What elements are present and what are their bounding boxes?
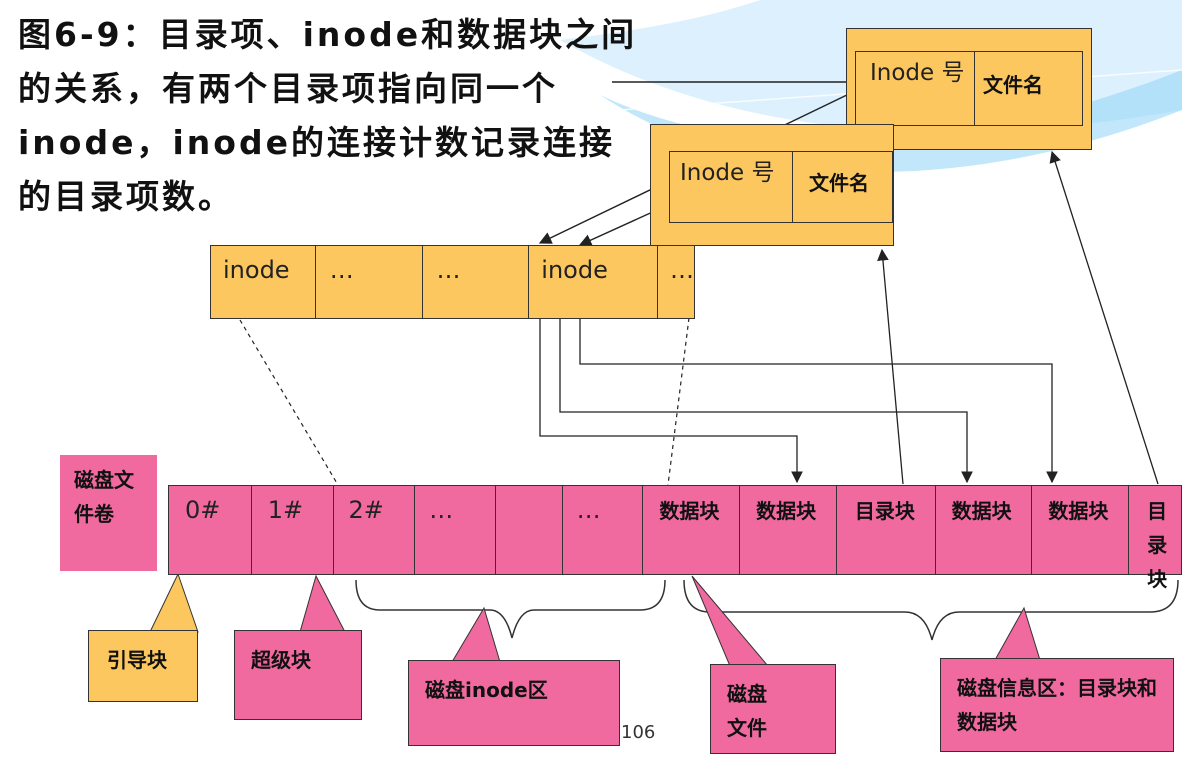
inode-cell: inode [211,246,316,318]
callout-disk-file: 磁盘文件 [710,664,836,754]
directory-block: 目录块 [837,486,936,574]
dirblock-to-mid-entry [877,248,904,485]
pointer-1 [539,318,803,484]
block-ellipsis: … [563,486,644,574]
dir-entry-top-inode: Inode 号 [856,52,975,125]
data-block: 数据块 [936,486,1033,574]
dirblock-to-top-entry [1049,150,1159,485]
block-ellipsis: … [415,486,496,574]
pointer-2 [559,318,973,484]
block-2: 2# [334,486,416,574]
callout-tail-inode [451,606,501,663]
dir-entry-mid: Inode 号 文件名 [650,124,894,246]
data-block: 数据块 [740,486,837,574]
callout-super-block: 超级块 [234,630,362,720]
brace-info-area [683,579,1179,641]
callout-info-area: 磁盘信息区：目录块和数据块 [940,658,1174,752]
callout-tail-boot [149,572,199,633]
inode-cell: … [670,256,694,284]
inode-cell: … [316,246,423,318]
directory-block: 目录块 [1147,499,1168,591]
pointer-3 [579,318,1058,484]
data-block: 数据块 [1032,486,1130,574]
disk-blocks: 0# 1# 2# … … 数据块 数据块 目录块 数据块 数据块 目录块 [168,485,1182,591]
dir-entry-top-name: 文件名 [983,73,1043,97]
inode-cell: … [423,246,530,318]
dir-entry-mid-inode: Inode 号 [670,152,793,222]
callout-tail-info [994,606,1041,661]
volume-label: 磁盘文件卷 [60,455,157,571]
callout-inode-area: 磁盘inode区 [408,660,620,746]
page-number: 106 [621,722,656,743]
callout-tail-disk [691,575,770,667]
callout-tail-super [299,574,346,633]
inode-table: inode … … inode … [210,245,695,319]
callout-boot-block: 引导块 [88,630,198,702]
block-empty [496,486,563,574]
dir-entry-mid-name: 文件名 [809,171,869,195]
inode-cell: inode [529,246,658,318]
brace-inode-area [355,579,666,639]
block-1: 1# [252,486,335,574]
block-0: 0# [169,486,252,574]
data-block: 数据块 [643,486,741,574]
figure-title: 图6-9：目录项、inode和数据块之间的关系，有两个目录项指向同一个inode… [18,15,638,216]
